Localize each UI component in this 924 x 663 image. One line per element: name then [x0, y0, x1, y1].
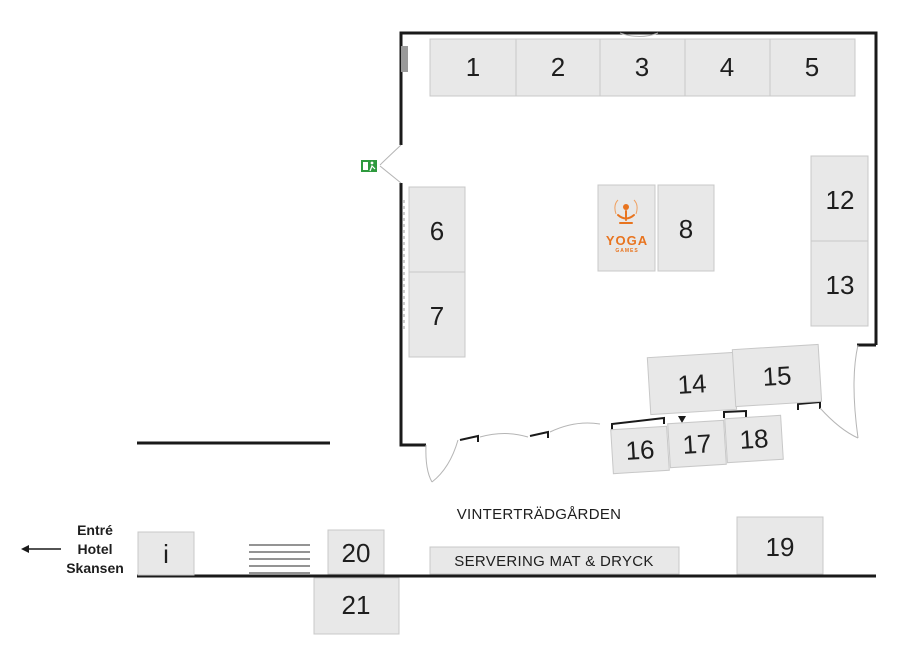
booth-7[interactable]: 7: [408, 271, 466, 358]
booth-20[interactable]: 20: [327, 529, 385, 575]
booth-label: 6: [430, 216, 444, 246]
courtyard-label: VINTERTRÄDGÅRDEN: [457, 506, 622, 523]
yoga-games-logo: YOGA GAMES: [606, 199, 648, 254]
wall-fixture: [401, 46, 408, 72]
arrow-left-icon: [21, 545, 61, 553]
booth-label: 18: [739, 423, 770, 455]
booth-6[interactable]: 6: [408, 186, 466, 273]
booth-5[interactable]: 5: [769, 38, 856, 97]
booth-label: 14: [677, 368, 708, 400]
hall-walls: [399, 31, 878, 447]
booth-4[interactable]: 4: [684, 38, 771, 97]
booth-label: 19: [766, 532, 795, 562]
yoga-logo-subtitle: GAMES: [615, 248, 638, 254]
booth-21[interactable]: 21: [313, 577, 400, 635]
booth-info[interactable]: i: [137, 531, 195, 576]
booth-label: 1: [466, 52, 480, 82]
booth-12[interactable]: 12: [810, 155, 869, 242]
info-icon: i: [163, 539, 169, 569]
yoga-logo-title: YOGA: [606, 233, 648, 248]
booth-label: 13: [826, 270, 855, 300]
booth-3[interactable]: 3: [599, 38, 686, 97]
booth-label: 2: [551, 52, 565, 82]
door-arcs: [379, 32, 859, 483]
entrance-line-1: Entré: [77, 522, 113, 538]
booth-label: 17: [682, 428, 713, 460]
booth-18[interactable]: 18: [724, 414, 784, 464]
booth-1[interactable]: 1: [429, 38, 517, 97]
booth-8[interactable]: 8: [657, 184, 715, 272]
booth-label: 3: [635, 52, 649, 82]
booth-13[interactable]: 13: [810, 240, 869, 327]
booth-yoga-games[interactable]: YOGA GAMES: [597, 184, 656, 272]
booth-17[interactable]: 17: [667, 419, 727, 469]
entrance-hotel-skansen[interactable]: Entré Hotel Skansen: [21, 522, 124, 576]
booth-label: 12: [826, 185, 855, 215]
emergency-exit-icon: [361, 160, 377, 172]
stairs: [249, 544, 310, 574]
booth-label: 7: [430, 301, 444, 331]
booth-label: 8: [679, 214, 693, 244]
booth-2[interactable]: 2: [515, 38, 601, 97]
booth-15[interactable]: 15: [731, 343, 823, 408]
booth-label: 4: [720, 52, 734, 82]
booth-label: 16: [625, 434, 656, 466]
serving-area[interactable]: SERVERING MAT & DRYCK: [429, 546, 680, 575]
booth-label: 20: [342, 538, 371, 568]
booth-14[interactable]: 14: [646, 351, 738, 416]
booth-19[interactable]: 19: [736, 516, 824, 575]
entrance-line-3: Skansen: [66, 560, 124, 576]
booth-16[interactable]: 16: [610, 425, 670, 475]
serving-label: SERVERING MAT & DRYCK: [454, 553, 653, 570]
booth-label: 5: [805, 52, 819, 82]
booth-label: 21: [342, 590, 371, 620]
booth-label: 15: [762, 360, 793, 392]
entrance-line-2: Hotel: [78, 541, 113, 557]
